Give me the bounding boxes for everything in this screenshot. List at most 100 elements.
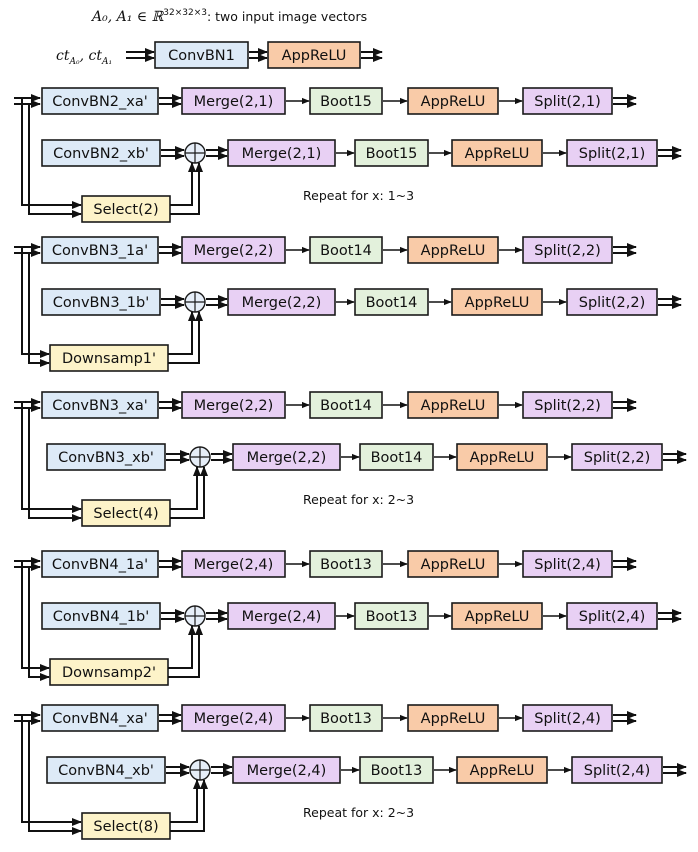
header-caption: : two input image vectors — [207, 9, 367, 24]
box-bottom-relu-rect — [451, 288, 543, 316]
box-top-split: Split(2,4) — [522, 550, 613, 578]
box-top-split-rect — [522, 87, 613, 115]
box-top-boot-rect — [309, 87, 383, 115]
box-bottom-relu: AppReLU — [451, 288, 543, 316]
box-bottom-boot: Boot14 — [354, 288, 429, 316]
box-top-conv: ConvBN3_xa' — [41, 391, 159, 419]
side-to-add-b — [168, 625, 203, 678]
box-bottom-boot-label: Boot14 — [366, 295, 418, 311]
box-apprelu-input: AppReLU — [267, 41, 361, 69]
box-top-conv-label: ConvBN2_xa' — [52, 94, 148, 110]
box-bottom-conv-rect — [46, 756, 166, 784]
header-math: A₀, A₁ ∈ ℝ — [90, 9, 165, 25]
box-bottom-split: Split(2,4) — [571, 756, 663, 784]
box-side-rect — [49, 658, 169, 686]
box-top-split-label: Split(2,4) — [534, 557, 601, 573]
box-side-label: Downsamp2' — [62, 665, 156, 681]
box-top-relu-label: AppReLU — [421, 243, 486, 259]
box-top-relu-rect — [407, 391, 499, 419]
box-bottom-conv-label: ConvBN4_xb' — [58, 763, 154, 779]
box-top-conv-rect — [41, 550, 159, 578]
box-top-conv-rect — [41, 391, 159, 419]
box-top-relu: AppReLU — [407, 704, 499, 732]
box-top-merge-rect — [181, 391, 286, 419]
side-to-add-b — [170, 162, 203, 215]
box-bottom-merge-rect — [232, 443, 341, 471]
box-side-rect — [81, 812, 171, 840]
side-to-add-b — [170, 779, 208, 832]
box-bottom-relu-label: AppReLU — [470, 450, 535, 466]
box-bottom-conv-label: ConvBN4_1b' — [53, 609, 149, 625]
box-bottom-split: Split(2,1) — [566, 139, 658, 167]
box-bottom-conv-label: ConvBN2_xb' — [53, 146, 149, 162]
box-bottom-split-rect — [571, 756, 663, 784]
box-bottom-merge-label: Merge(2,1) — [242, 146, 322, 162]
box-bottom-boot: Boot13 — [354, 602, 429, 630]
box-bottom-boot-label: Boot15 — [366, 146, 418, 162]
box-convbn1-label: ConvBN1 — [168, 48, 235, 64]
box-top-merge-label: Merge(2,2) — [194, 398, 274, 414]
skip-line-a — [21, 715, 82, 826]
box-top-conv-label: ConvBN4_1a' — [52, 557, 148, 573]
box-bottom-boot: Boot13 — [359, 756, 434, 784]
box-top-merge-rect — [181, 236, 286, 264]
box-bottom-merge-label: Merge(2,4) — [242, 609, 322, 625]
box-side: Select(2) — [81, 195, 171, 223]
box-bottom-relu-rect — [456, 443, 548, 471]
add-icon — [189, 759, 211, 781]
box-top-relu-label: AppReLU — [421, 711, 486, 727]
skip-line-b — [28, 567, 50, 681]
residual-block: ConvBN4_1a' Merge(2,4) Boot13 AppReLU Split(… — [14, 550, 682, 686]
box-top-conv-rect — [41, 87, 159, 115]
box-bottom-conv: ConvBN4_1b' — [41, 602, 161, 630]
box-bottom-conv-rect — [41, 288, 161, 316]
box-top-boot-rect — [309, 236, 383, 264]
box-side-label: Select(8) — [93, 819, 158, 835]
box-top-split-label: Split(2,2) — [534, 398, 601, 414]
box-bottom-conv-rect — [41, 139, 161, 167]
box-top-boot-label: Boot13 — [320, 711, 372, 727]
box-side-rect — [49, 344, 169, 372]
box-top-split: Split(2,4) — [522, 704, 613, 732]
box-bottom-split-rect — [571, 443, 663, 471]
box-bottom-split-label: Split(2,4) — [579, 609, 646, 625]
side-to-add-b — [170, 466, 208, 519]
box-top-boot-label: Boot14 — [320, 243, 372, 259]
box-bottom-boot-label: Boot13 — [366, 609, 418, 625]
box-bottom-split-label: Split(2,2) — [579, 295, 646, 311]
box-top-merge-rect — [181, 87, 286, 115]
box-side-label: Select(2) — [93, 202, 158, 218]
box-bottom-boot-label: Boot13 — [371, 763, 423, 779]
repeat-note: Repeat for x: 1~3 — [303, 188, 414, 203]
box-top-boot-label: Boot15 — [320, 94, 372, 110]
side-to-add-b — [168, 311, 203, 364]
box-side: Downsamp1' — [49, 344, 169, 372]
box-top-boot: Boot14 — [309, 391, 383, 419]
side-to-add-a — [168, 625, 196, 669]
box-bottom-split: Split(2,2) — [571, 443, 663, 471]
side-to-add-a — [170, 162, 196, 206]
box-bottom-relu: AppReLU — [451, 602, 543, 630]
add-icon — [184, 605, 206, 627]
box-top-merge: Merge(2,2) — [181, 391, 286, 419]
box-side-rect — [81, 499, 171, 527]
box-bottom-boot-label: Boot14 — [371, 450, 423, 466]
box-bottom-relu-rect — [456, 756, 548, 784]
box-top-split-rect — [522, 236, 613, 264]
box-top-relu-label: AppReLU — [421, 94, 486, 110]
skip-line-b — [28, 104, 82, 218]
add-icon — [184, 142, 206, 164]
box-bottom-conv: ConvBN2_xb' — [41, 139, 161, 167]
box-bottom-split-rect — [566, 139, 658, 167]
box-top-merge-label: Merge(2,4) — [194, 557, 274, 573]
box-top-boot-label: Boot14 — [320, 398, 372, 414]
box-top-boot-rect — [309, 704, 383, 732]
box-bottom-boot-rect — [359, 756, 434, 784]
box-top-split-label: Split(2,4) — [534, 711, 601, 727]
box-side: Downsamp2' — [49, 658, 169, 686]
input-ciphertext-label: ctA₀, ctA₁ — [56, 48, 112, 67]
box-top-merge-label: Merge(2,2) — [194, 243, 274, 259]
